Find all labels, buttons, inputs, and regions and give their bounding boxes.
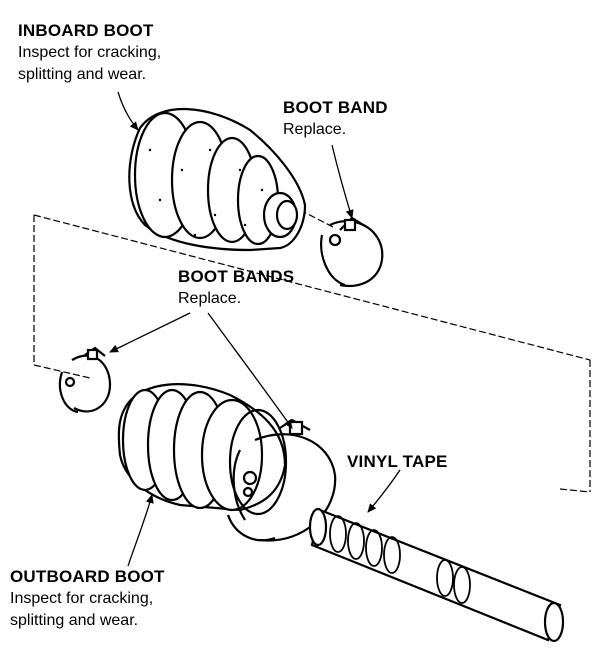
inboard-boot-label: INBOARD BOOT Inspect for cracking, split… xyxy=(18,20,161,86)
boot-bands-line-1: Replace. xyxy=(178,290,242,307)
outboard-boot xyxy=(117,383,288,516)
outboard-boot-label: OUTBOARD BOOT Inspect for cracking, spli… xyxy=(10,566,165,632)
boot-band-line-1: Replace. xyxy=(283,121,347,138)
boot-band-label: BOOT BAND Replace. xyxy=(283,97,388,141)
inboard-boot-line-2: splitting and wear. xyxy=(18,66,147,83)
boot-bands-label: BOOT BANDS Replace. xyxy=(178,266,294,310)
boot-band-upper xyxy=(320,216,384,288)
outboard-boot-line-2: splitting and wear. xyxy=(10,612,139,629)
inboard-boot-line-1: Inspect for cracking, xyxy=(18,44,162,61)
boot-band-left xyxy=(58,346,112,414)
boot-band-heading: BOOT BAND xyxy=(283,98,388,117)
boot-bands-arrow-left xyxy=(109,312,191,353)
axle-shaft xyxy=(308,507,565,643)
inboard-boot-heading: INBOARD BOOT xyxy=(18,21,154,40)
outboard-boot-arrow xyxy=(127,494,154,567)
boot-bands-arrow-right xyxy=(207,312,293,429)
outboard-boot-line-1: Inspect for cracking, xyxy=(10,590,154,607)
inboard-boot-arrow xyxy=(117,91,139,131)
inboard-boot-texture xyxy=(148,148,264,237)
boot-bands-heading: BOOT BANDS xyxy=(178,267,295,286)
vinyl-tape-label: VINYL TAPE xyxy=(347,451,448,473)
inboard-boot xyxy=(128,108,307,252)
assembly-outline xyxy=(33,209,591,493)
leader-arrows xyxy=(109,91,401,567)
outboard-boot-heading: OUTBOARD BOOT xyxy=(10,567,165,586)
boot-band-arrow xyxy=(331,144,354,219)
vinyl-tape-arrow xyxy=(367,469,401,513)
vinyl-tape-wrap xyxy=(329,515,471,604)
vinyl-tape-heading: VINYL TAPE xyxy=(347,452,448,471)
